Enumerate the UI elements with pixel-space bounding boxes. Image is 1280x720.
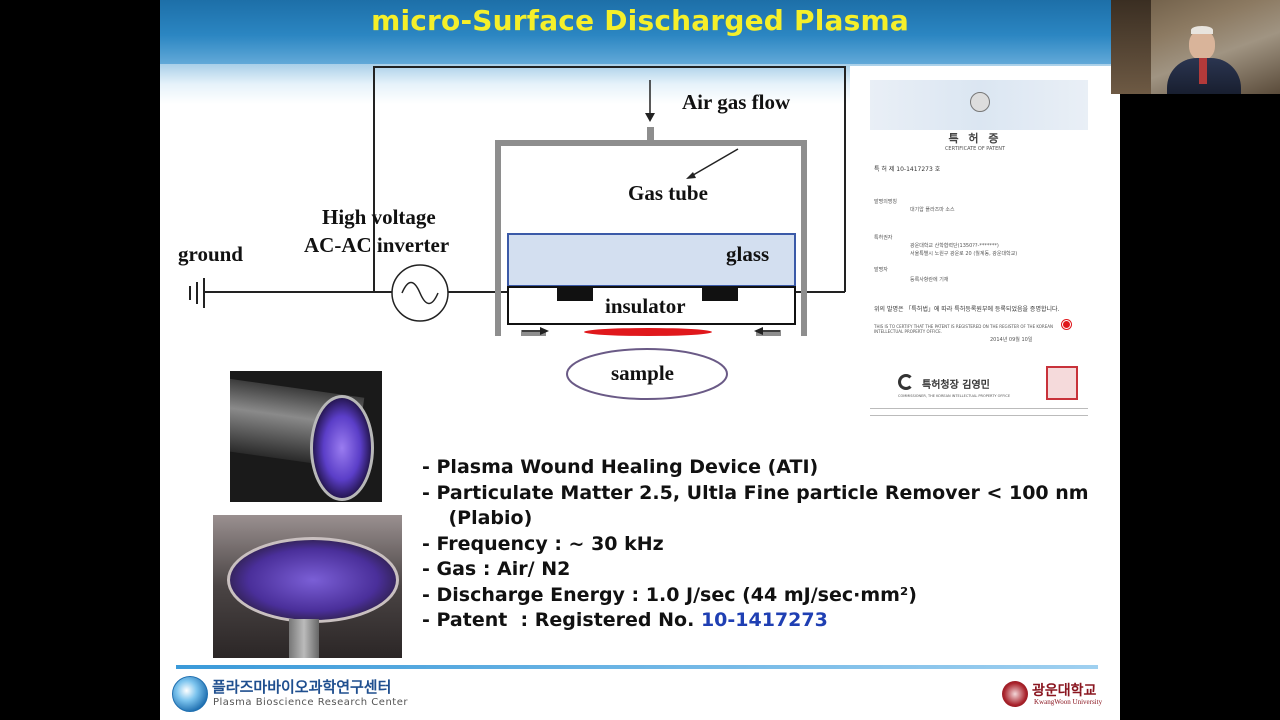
- plasma-discharge: [584, 328, 712, 336]
- list-item: - Frequency : ~ 30 kHz: [422, 532, 1112, 558]
- electrode-left: [557, 287, 593, 301]
- spec-list: - Plasma Wound Healing Device (ATI) - Pa…: [422, 455, 1112, 634]
- center-name-ko: 플라즈마바이오과학연구센터: [212, 676, 391, 697]
- emblem-icon: [970, 92, 990, 112]
- list-item: - Plasma Wound Healing Device (ATI): [422, 455, 1112, 481]
- center-name-en: Plasma Bioscience Research Center: [213, 697, 408, 708]
- certificate-bottom-border: [870, 408, 1088, 416]
- list-item: (Plabio): [422, 506, 1112, 532]
- certificate-date: 2014년 09월 10일: [990, 336, 1032, 343]
- list-item: - Particulate Matter 2.5, Ultla Fine par…: [422, 481, 1112, 507]
- device-stand: [289, 619, 319, 658]
- certificate-heading: 특 허 증: [850, 130, 1100, 146]
- bookshelf: [1111, 0, 1151, 94]
- pointer-dot: [1062, 320, 1071, 329]
- list-item: - Discharge Energy : 1.0 J/sec (44 mJ/se…: [422, 583, 1112, 609]
- invention-label: 발명의명칭: [874, 198, 897, 205]
- owner-value: 광운대학교 산학협력단(1350??-*******): [910, 242, 999, 249]
- electrode-right: [702, 287, 738, 301]
- inventor-label: 발명자: [874, 266, 888, 273]
- owner-label: 특허권자: [874, 234, 892, 241]
- university-name-ko: 광운대학교: [1032, 680, 1096, 700]
- webcam-video-tile[interactable]: [1111, 0, 1280, 94]
- list-item: - Gas : Air/ N2: [422, 557, 1112, 583]
- inverter-label: AC-AC inverter: [304, 233, 449, 258]
- high-voltage-label: High voltage: [322, 205, 436, 230]
- presentation-slide: micro-Surface Discharged Plasma: [160, 0, 1120, 720]
- owner-address: 서울특별시 노원구 광운로 20 (월계동, 광운대학교): [910, 250, 1017, 257]
- pbrc-logo-icon: [172, 676, 208, 712]
- air-flow-arrow: [645, 80, 655, 122]
- speaker-face: [1189, 30, 1215, 60]
- device-photo-top: [230, 371, 382, 502]
- patent-number: 10-1417273: [701, 609, 828, 631]
- certificate-statement: 위의 발명은 「특허법」에 따라 특허등록원부에 등록되었음을 증명합니다.: [874, 306, 1070, 314]
- gas-tube-pointer: [686, 149, 738, 179]
- footer-rule: [176, 665, 1098, 669]
- kipo-logo-icon: [898, 374, 914, 390]
- speaker-hair: [1191, 26, 1213, 34]
- kwangwoon-logo-icon: [1002, 681, 1028, 707]
- patent-certificate-image: 특 허 증 CERTIFICATE OF PATENT 특 허 제 10-141…: [850, 66, 1120, 422]
- plasma-mesh: [227, 537, 399, 623]
- certificate-statement-en: THIS IS TO CERTIFY THAT THE PATENT IS RE…: [874, 324, 1070, 334]
- ac-source-icon: [392, 265, 448, 321]
- gas-tube-label: Gas tube: [628, 181, 708, 206]
- invention-value: 대기압 플라즈마 소스: [910, 206, 955, 213]
- patent-label: - Patent : Registered No.: [422, 609, 701, 631]
- ground-label: ground: [178, 242, 243, 267]
- sample-label: sample: [611, 361, 674, 386]
- commissioner-name: 특허청장 김영민: [922, 376, 990, 391]
- air-gas-flow-label: Air gas flow: [682, 90, 790, 115]
- university-name-en: KwangWoon University: [1034, 698, 1102, 706]
- inventor-value: 등록사항란에 기재: [910, 276, 948, 283]
- plasma-disc: [310, 395, 374, 501]
- official-seal: [1046, 366, 1078, 400]
- list-item: - Patent : Registered No. 10-1417273: [422, 608, 1112, 634]
- circuit-diagram: [160, 0, 860, 420]
- glass-label: glass: [726, 242, 769, 267]
- ground-icon: [190, 278, 204, 308]
- commissioner-en: COMMISSIONER, THE KOREAN INTELLECTUAL PR…: [898, 394, 1010, 398]
- speaker-tie: [1199, 58, 1207, 84]
- certificate-number: 특 허 제 10-1417273 호: [874, 164, 940, 173]
- insulator-label: insulator: [605, 294, 686, 319]
- certificate-subheading: CERTIFICATE OF PATENT: [850, 146, 1100, 152]
- device-photo-bottom: [213, 515, 402, 658]
